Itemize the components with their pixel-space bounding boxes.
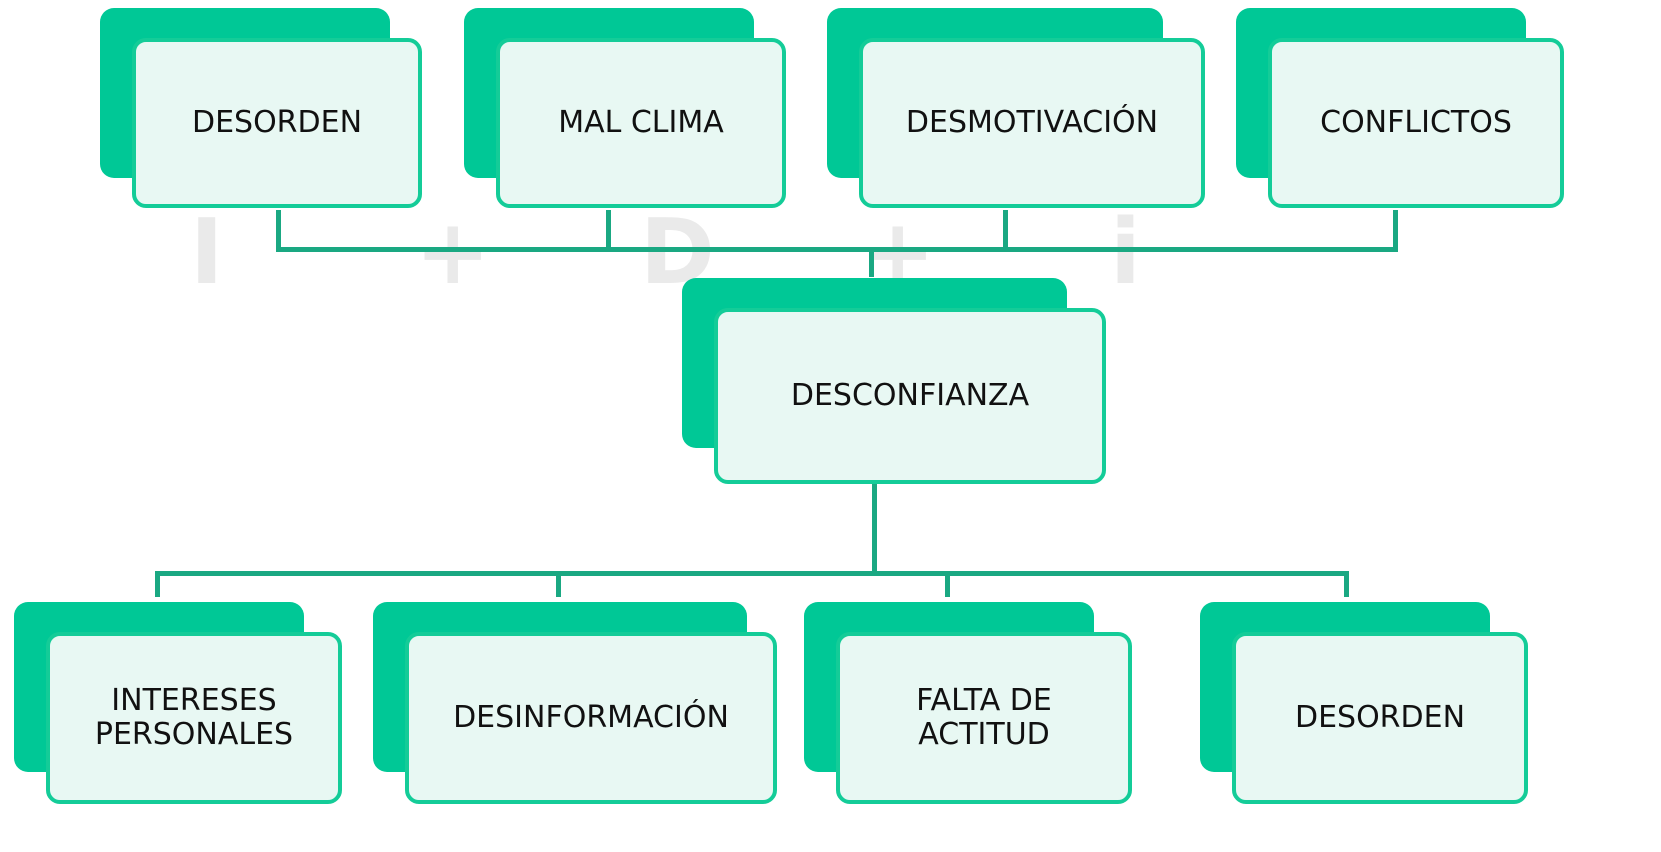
- connector-bottom-3: [945, 571, 950, 597]
- connector-top-to-center: [869, 247, 874, 277]
- node-box: DESINFORMACIÓN: [405, 632, 777, 804]
- node-box: FALTA DE ACTITUD: [836, 632, 1132, 804]
- node-box: DESORDEN: [132, 38, 422, 208]
- node-label: DESORDEN: [191, 105, 363, 140]
- connector-bottom-2: [556, 571, 561, 597]
- connector-top-bus: [276, 247, 1398, 252]
- connector-center-down: [872, 480, 877, 575]
- connector-top-2: [606, 210, 611, 252]
- node-label: DESORDEN: [1294, 700, 1466, 735]
- node-label: FALTA DE ACTITUD: [916, 683, 1052, 752]
- node-box: DESCONFIANZA: [714, 308, 1106, 484]
- node-label: MAL CLIMA: [558, 105, 724, 140]
- background-watermark: i: [1110, 200, 1141, 305]
- connector-top-4: [1393, 210, 1398, 252]
- connector-bottom-1: [155, 571, 160, 597]
- node-label: DESINFORMACIÓN: [453, 700, 729, 735]
- connector-top-3: [1003, 210, 1008, 252]
- node-label: DESCONFIANZA: [790, 378, 1030, 413]
- node-box: DESMOTIVACIÓN: [859, 38, 1205, 208]
- node-box: DESORDEN: [1232, 632, 1528, 804]
- connector-bottom-4: [1344, 571, 1349, 597]
- background-watermark: +: [415, 200, 491, 305]
- node-label: DESMOTIVACIÓN: [905, 105, 1159, 140]
- connector-top-1: [276, 210, 281, 252]
- node-box: MAL CLIMA: [496, 38, 786, 208]
- connector-bottom-bus: [155, 571, 1349, 576]
- node-box: CONFLICTOS: [1268, 38, 1564, 208]
- background-watermark: I: [190, 200, 224, 305]
- node-label: INTERESES PERSONALES: [94, 683, 294, 752]
- node-box: INTERESES PERSONALES: [46, 632, 342, 804]
- node-label: CONFLICTOS: [1320, 105, 1512, 140]
